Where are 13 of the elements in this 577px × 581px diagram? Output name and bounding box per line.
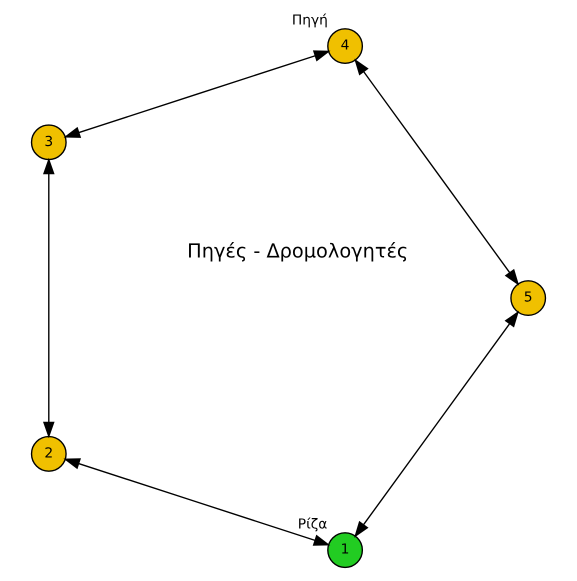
label: Πηγές - Δρομολογητές bbox=[187, 240, 408, 263]
arrow bbox=[64, 50, 330, 138]
arrow bbox=[43, 158, 55, 438]
node-circle: 4 bbox=[327, 28, 364, 64]
node-circle: 5 bbox=[510, 280, 546, 316]
arrow bbox=[354, 310, 520, 538]
node-circle: 3 bbox=[30, 124, 67, 160]
arrow bbox=[63, 458, 330, 546]
node-circle: 1 bbox=[327, 532, 364, 568]
arrow bbox=[354, 58, 520, 286]
node-label: Ρίζα bbox=[298, 516, 328, 533]
node-label: Πηγή bbox=[292, 12, 328, 29]
node-circle: 2 bbox=[30, 436, 67, 472]
